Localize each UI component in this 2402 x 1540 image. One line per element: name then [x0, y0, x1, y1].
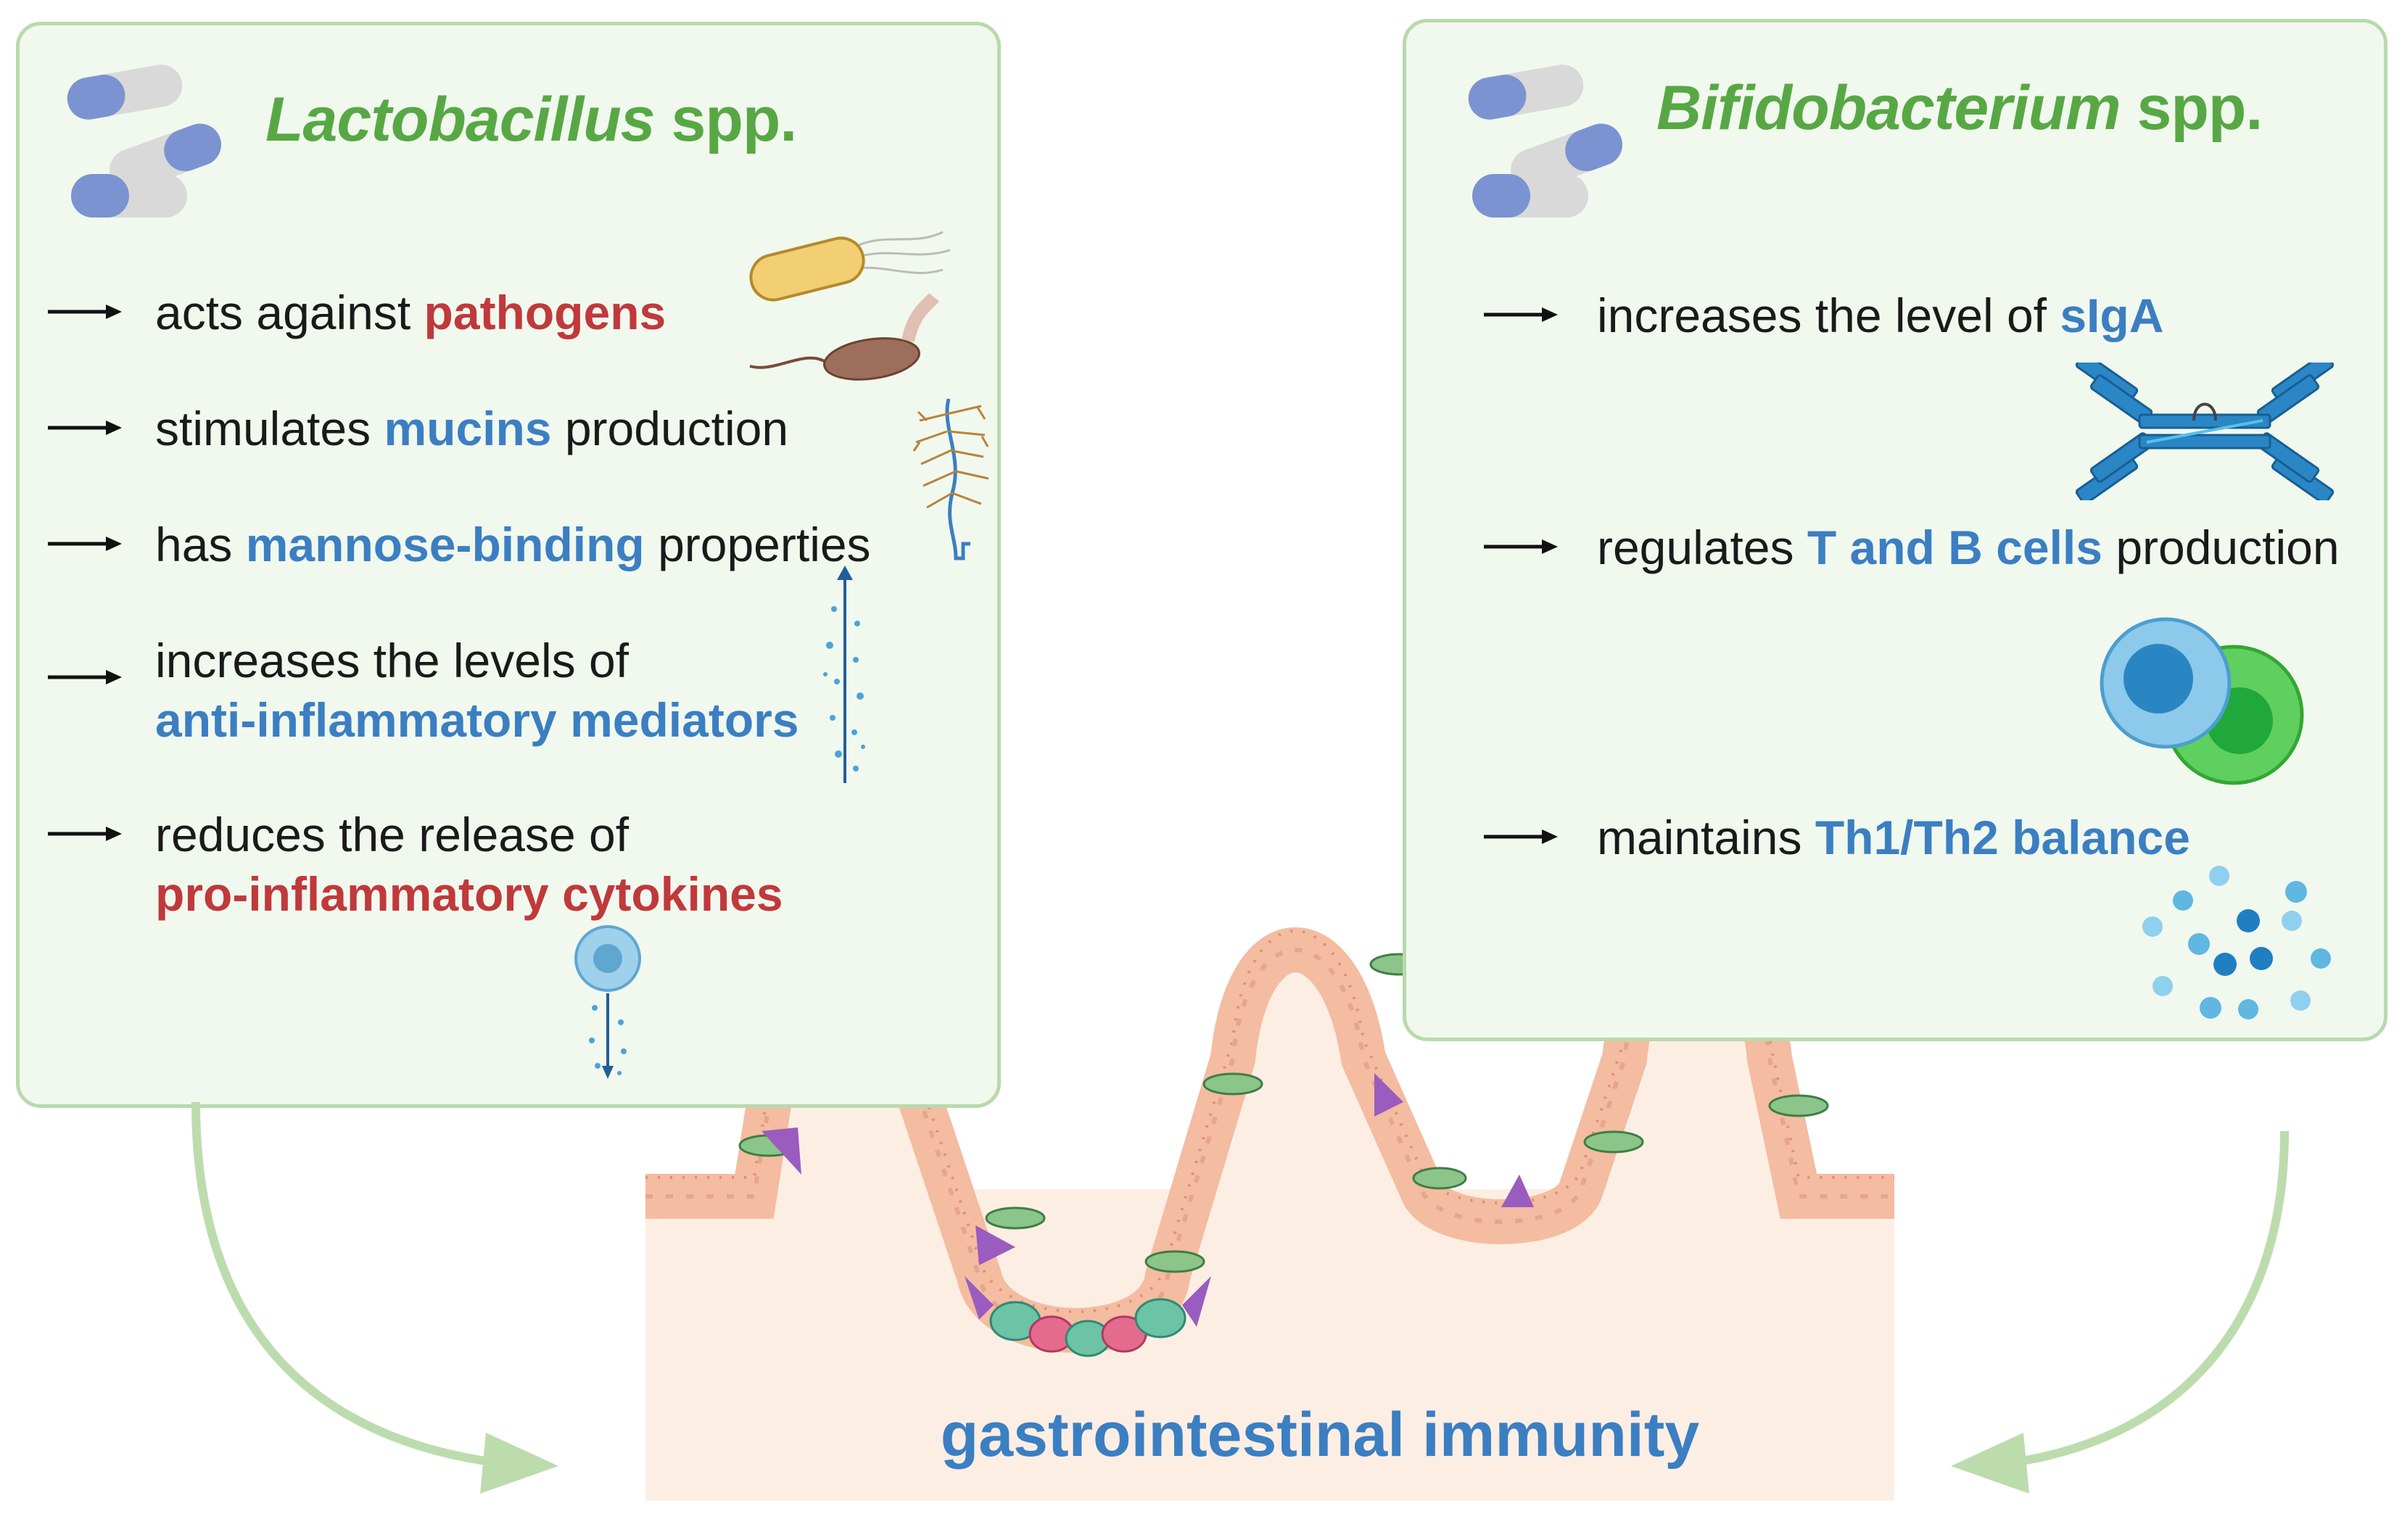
mucin-icon	[912, 399, 989, 560]
arrow-icon	[1484, 539, 1558, 554]
title-suffix: spp.	[654, 85, 797, 154]
title-suffix: spp.	[2120, 73, 2263, 143]
cytokine-dots-icon	[2142, 866, 2331, 1019]
capsules-icon	[67, 65, 221, 218]
title-genus: Lactobacillus	[265, 85, 656, 154]
bacteria-icon	[749, 231, 951, 381]
curved-arrow-icon	[191, 1102, 558, 1494]
title-genus: Bifidobacterium	[1656, 73, 2121, 143]
arrow-icon	[48, 670, 122, 684]
arrow-icon	[48, 537, 122, 551]
arrow-icon	[48, 305, 122, 319]
arrow-icon	[1484, 829, 1558, 844]
bifidobacterium-title: Bifidobacterium spp.	[1656, 73, 2263, 144]
gastrointestinal-immunity-label: gastrointestinal immunity	[940, 1400, 1700, 1470]
lactobacillus-title: Lactobacillus spp.	[265, 84, 797, 156]
curved-arrow-icon	[1951, 1131, 2289, 1494]
mediator-arrow-icon	[823, 566, 865, 783]
arrow-icon	[48, 827, 122, 841]
antibody-icon	[2075, 363, 2335, 500]
arrow-icon	[48, 421, 122, 435]
cytokine-cell-icon	[574, 925, 641, 1079]
lymphocytes-icon	[2100, 617, 2304, 785]
arrow-icon	[1484, 307, 1558, 322]
capsules-icon	[1468, 65, 1622, 218]
